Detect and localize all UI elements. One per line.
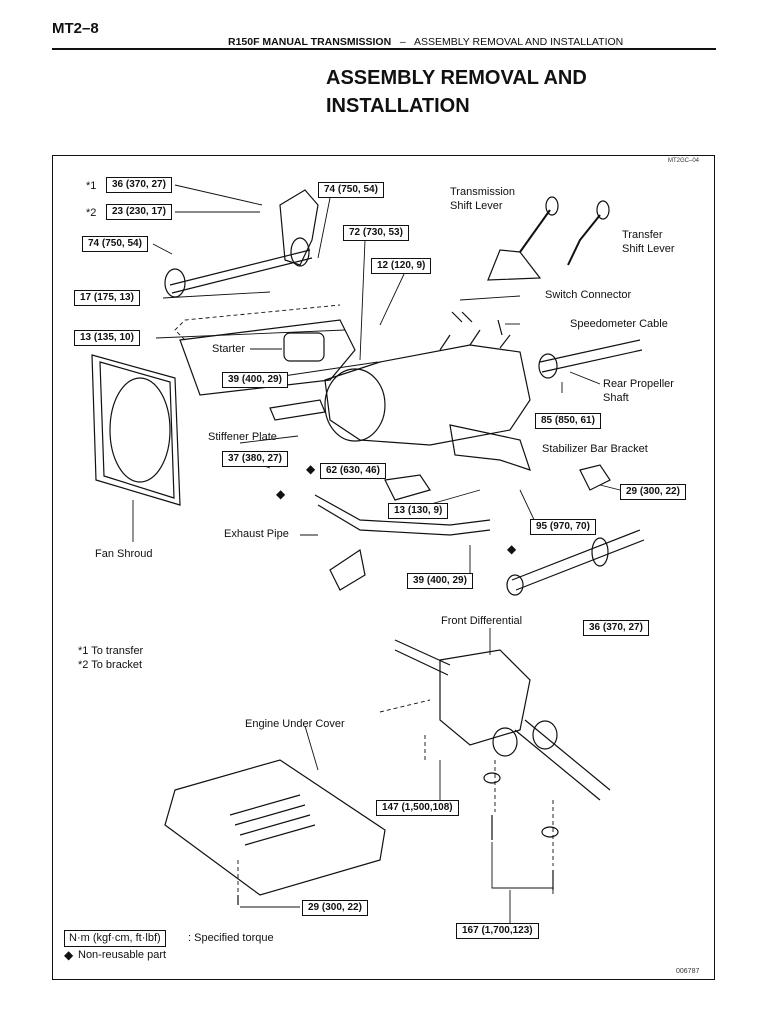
torque-167-1700-123: 167 (1,700,123) xyxy=(456,923,539,939)
switch-connector-label: Switch Connector xyxy=(545,289,632,301)
transfer-shift-lever-drawing xyxy=(567,214,601,266)
lower-propeller-shaft-drawing xyxy=(511,529,645,591)
note-star2-marker: *2 xyxy=(86,207,97,219)
transfer-bracket-drawing xyxy=(279,189,319,266)
speedometer-cable-label: Speedometer Cable xyxy=(570,318,668,330)
transfer-shift-lever-label-2: Shift Lever xyxy=(622,243,675,255)
page-title-line1: ASSEMBLY REMOVAL AND xyxy=(326,67,587,89)
torque-39-400-29-a: 39 (400, 29) xyxy=(222,372,288,388)
torque-29-300-22-b: 29 (300, 22) xyxy=(302,900,368,916)
legend-diamond-icon: ◆ xyxy=(64,948,74,962)
page-title: ASSEMBLY REMOVAL AND INSTALLATION xyxy=(326,64,706,120)
torque-13-130-9: 13 (130, 9) xyxy=(388,503,449,519)
running-header: R150F MANUAL TRANSMISSION – ASSEMBLY REM… xyxy=(228,36,623,48)
figure-code-top: MT2GC–04 xyxy=(668,158,700,164)
front-differential-label: Front Differential xyxy=(441,615,523,627)
stiffener-plate-label: Stiffener Plate xyxy=(208,431,277,443)
fan-shroud-label: Fan Shroud xyxy=(95,548,153,560)
legend-specified-torque: : Specified torque xyxy=(188,932,274,944)
torque-95-970-70: 95 (970, 70) xyxy=(530,519,596,535)
stiffener-plate-drawing xyxy=(269,399,326,421)
note-to-bracket: *2 To bracket xyxy=(78,659,143,671)
rear-propeller-shaft-label-1: Rear Propeller xyxy=(603,378,674,390)
transmission-shift-lever-label-1: Transmission xyxy=(450,186,515,198)
subsection-title: ASSEMBLY REMOVAL AND INSTALLATION xyxy=(413,36,624,48)
torque-147-1500-108: 147 (1,500,108) xyxy=(376,800,459,816)
rear-propeller-shaft-label-2: Shaft xyxy=(603,392,629,404)
torque-74-750-54-a: 74 (750, 54) xyxy=(82,236,148,252)
torque-12-120-9: 12 (120, 9) xyxy=(371,258,432,274)
torque-62-630-46: 62 (630, 46) xyxy=(320,463,386,479)
figure-code-bottom: 006787 xyxy=(676,968,700,975)
torque-72-730-53: 72 (730, 53) xyxy=(343,225,409,241)
nonreusable-diamond-2: ◆ xyxy=(276,487,286,501)
stabilizer-bar-bracket-drawing xyxy=(579,464,611,491)
nonreusable-diamond-1: ◆ xyxy=(306,462,316,476)
engine-under-cover-label: Engine Under Cover xyxy=(245,718,345,730)
transfer-shift-lever-label-1: Transfer xyxy=(622,229,663,241)
torque-36-370-27-a: 36 (370, 27) xyxy=(106,177,172,193)
torque-13-135-10: 13 (135, 10) xyxy=(74,330,140,346)
torque-36-370-27-b: 36 (370, 27) xyxy=(583,620,649,636)
fan-shroud-drawing xyxy=(91,354,181,506)
crossmember-drawing xyxy=(449,424,531,471)
starter-label: Starter xyxy=(212,343,246,355)
legend-unit-box: N·m (kgf·cm, ft·lbf) xyxy=(64,930,166,947)
figure-frame xyxy=(52,155,715,980)
section-title: R150F MANUAL TRANSMISSION xyxy=(228,36,392,48)
note-to-transfer: *1 To transfer xyxy=(78,645,144,657)
front-differential-drawing xyxy=(439,649,531,746)
stabilizer-bar-bracket-label: Stabilizer Bar Bracket xyxy=(542,443,648,455)
torque-23-230-17: 23 (230, 17) xyxy=(106,204,172,220)
torque-29-300-22-a: 29 (300, 22) xyxy=(620,484,686,500)
front-propeller-shaft-drawing xyxy=(169,249,313,294)
transmission-shift-lever-label-2: Shift Lever xyxy=(450,200,503,212)
nonreusable-diamond-3: ◆ xyxy=(507,542,517,556)
torque-17-175-13: 17 (175, 13) xyxy=(74,290,140,306)
page-number: MT2–8 xyxy=(52,20,99,37)
torque-74-750-54-b: 74 (750, 54) xyxy=(318,182,384,198)
transmission-shift-lever-boot xyxy=(487,249,542,281)
header-rule xyxy=(52,48,716,50)
rear-propeller-shaft-drawing xyxy=(539,339,643,373)
header-separator: – xyxy=(399,36,406,48)
starter-drawing xyxy=(283,332,325,362)
exhaust-pipe-drawing xyxy=(314,494,491,536)
page-title-line2: INSTALLATION xyxy=(326,95,470,117)
torque-85-850-61: 85 (850, 61) xyxy=(535,413,601,429)
engine-under-cover-drawing xyxy=(164,759,386,896)
note-star1-marker: *1 xyxy=(86,180,97,192)
torque-37-380-27: 37 (380, 27) xyxy=(222,451,288,467)
transmission-case-drawing xyxy=(324,344,531,446)
legend-nonreusable-part: Non-reusable part xyxy=(78,949,167,961)
exhaust-pipe-label: Exhaust Pipe xyxy=(224,528,289,540)
torque-39-400-29-b: 39 (400, 29) xyxy=(407,573,473,589)
